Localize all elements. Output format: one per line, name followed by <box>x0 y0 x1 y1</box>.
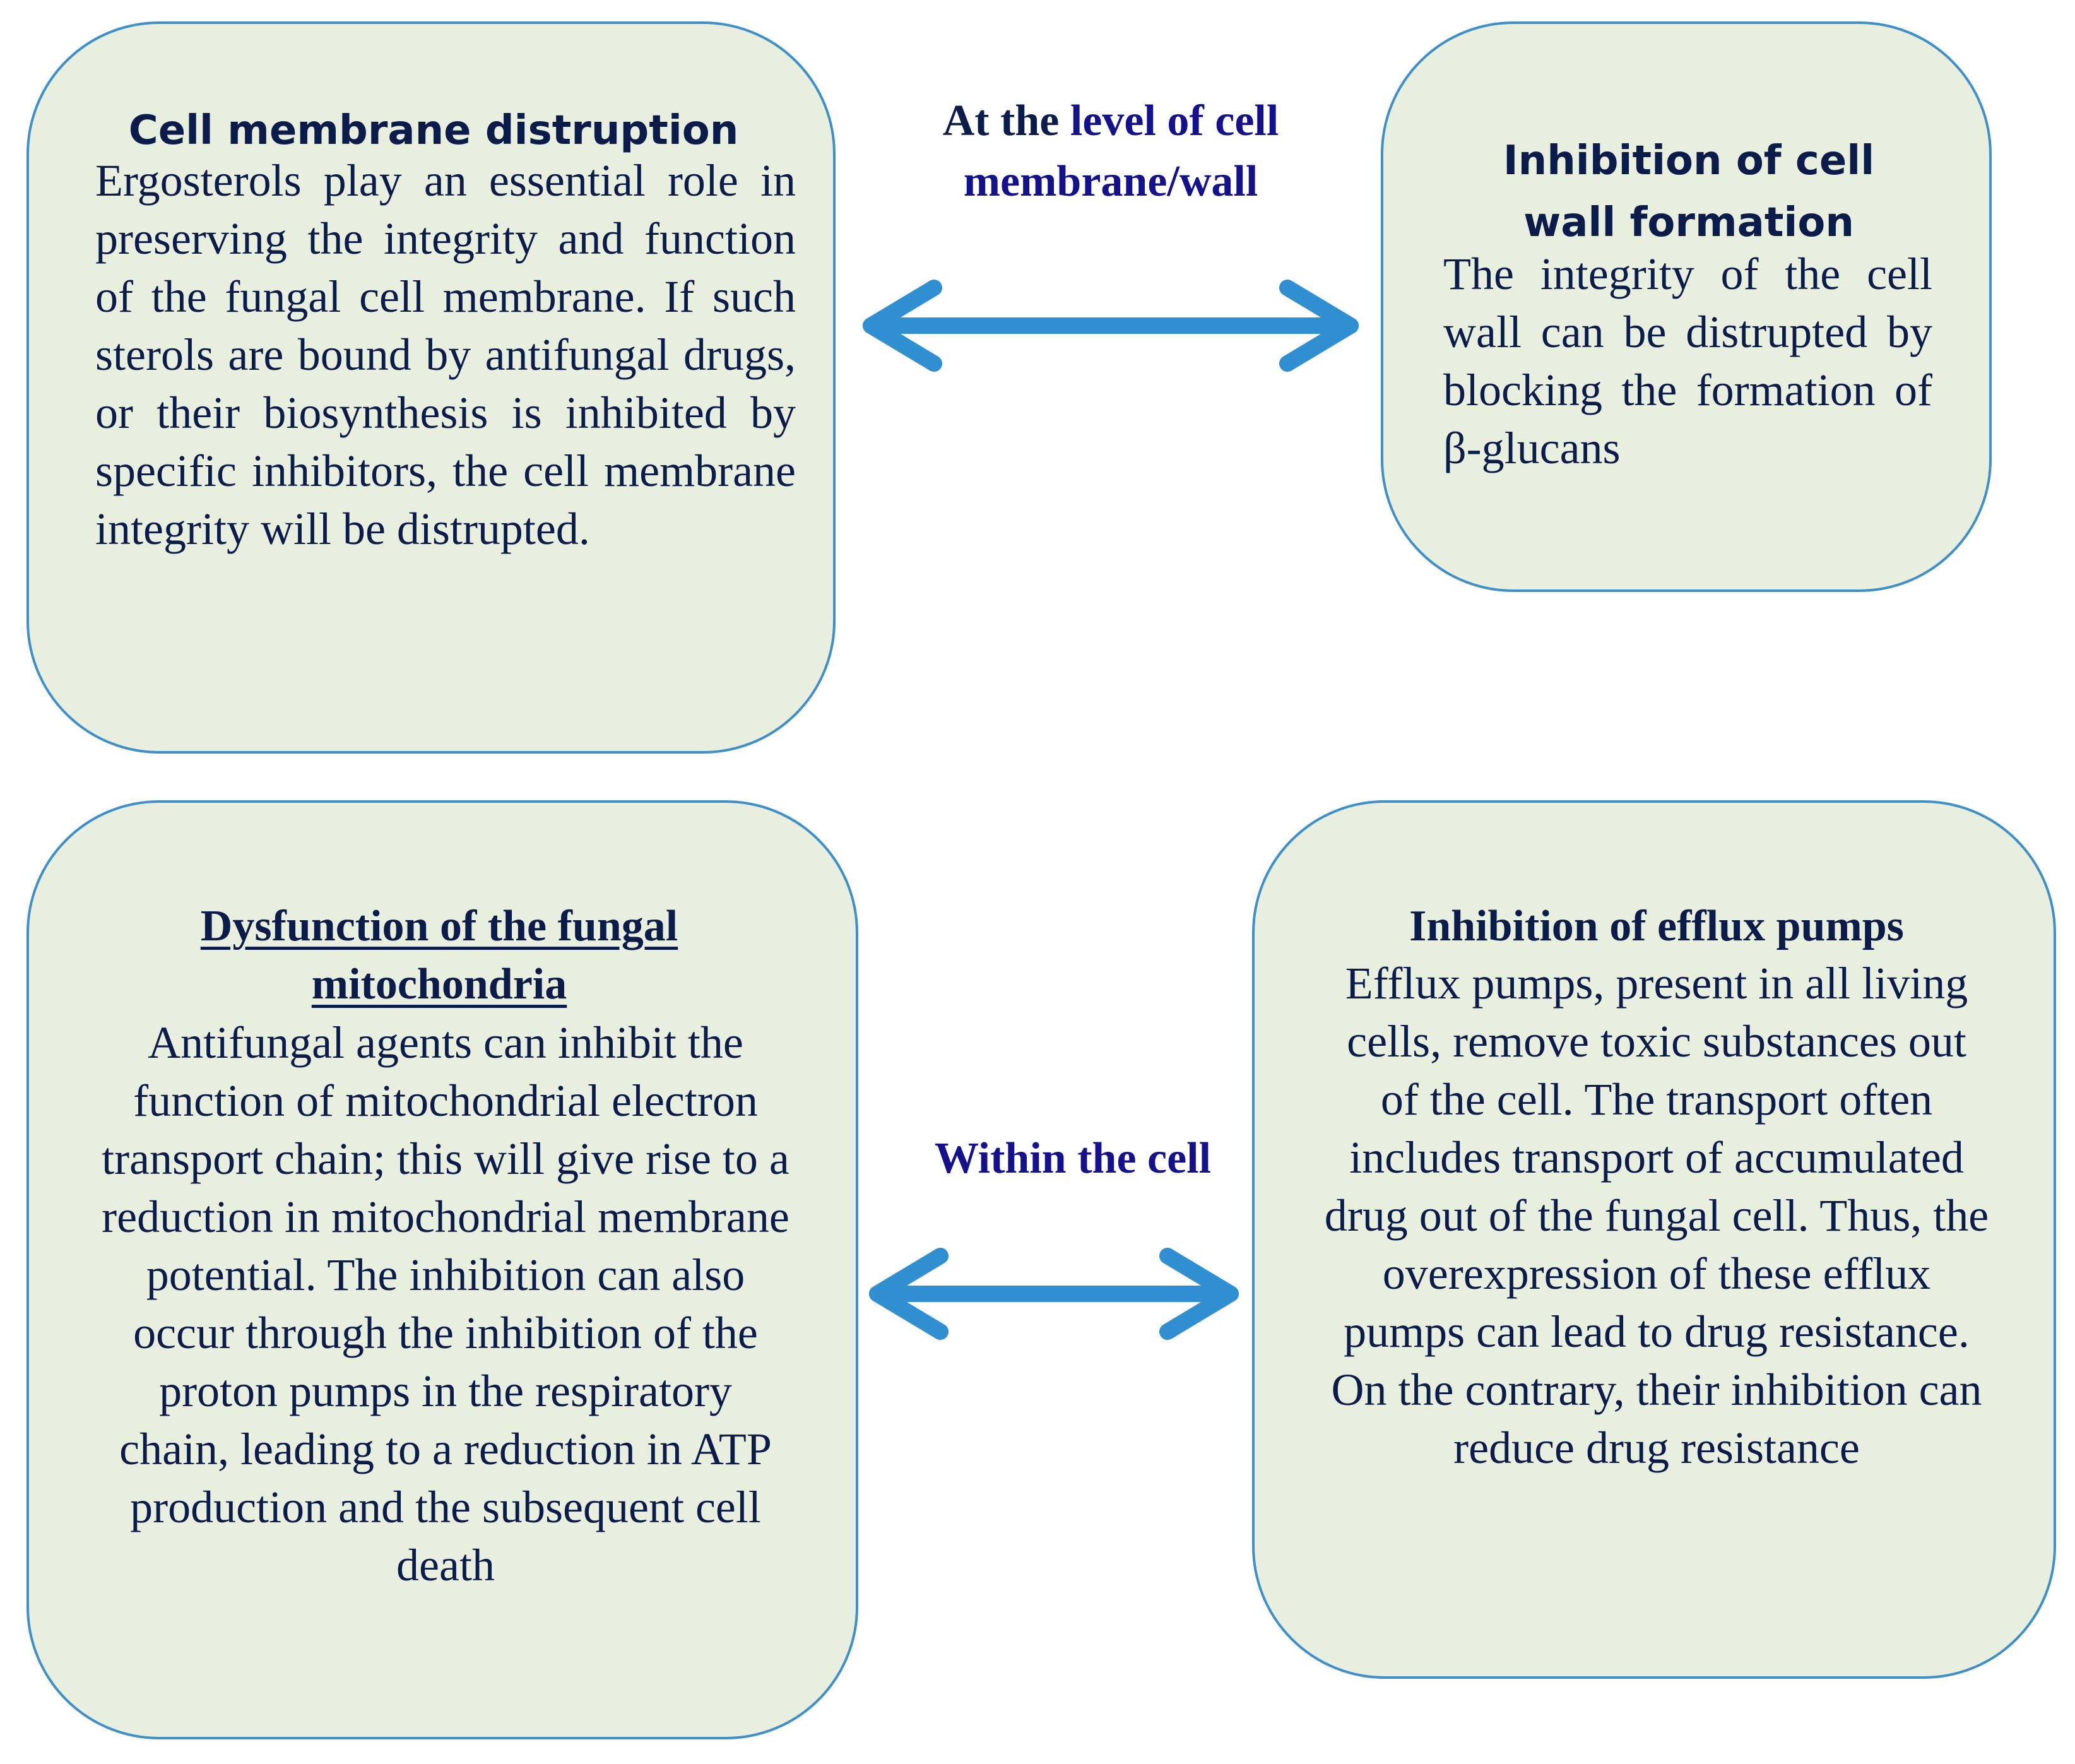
box-title-efflux: Inhibition of efflux pumps <box>1409 902 1904 950</box>
connector-label-prefix: At the <box>942 97 1060 145</box>
box-title-cell-wall: Inhibition of cell wall formation <box>1503 138 1875 246</box>
box-efflux-pumps-inhibition: Inhibition of efflux pumps Efflux pumps,… <box>1252 800 2056 1679</box>
box-title-cell-membrane: Cell membrane distruption <box>128 107 739 154</box>
box-cell-membrane-disruption: Cell membrane distruption Ergosterols pl… <box>27 21 836 754</box>
box-cell-wall-inhibition: Inhibition of cell wall formation The in… <box>1381 21 1992 592</box>
box-title-mitochondria: Dysfunction of the fungal mitochondria <box>200 902 678 1009</box>
box-body-efflux: Efflux pumps, present in all living cell… <box>1324 958 1989 1473</box>
box-body-cell-membrane: Ergosterols play an essential role in pr… <box>95 155 796 554</box>
box-mitochondria-dysfunction: Dysfunction of the fungal mitochondria A… <box>27 800 858 1739</box>
box-body-mitochondria: Antifungal agents can inhibit the functi… <box>102 1017 789 1590</box>
connector-label-membrane-wall: At the level of cell membrane/wall <box>909 91 1313 212</box>
double-arrow-top <box>863 280 1359 372</box>
double-arrow-bottom <box>869 1248 1239 1340</box>
connector-label-rest: cell membrane/wall <box>963 97 1279 206</box>
box-body-cell-wall: The integrity of the cell wall can be di… <box>1443 249 1932 473</box>
connector-label-within-cell: Within the cell <box>934 1134 1212 1183</box>
connector-label-highlight: level of <box>1070 97 1204 145</box>
